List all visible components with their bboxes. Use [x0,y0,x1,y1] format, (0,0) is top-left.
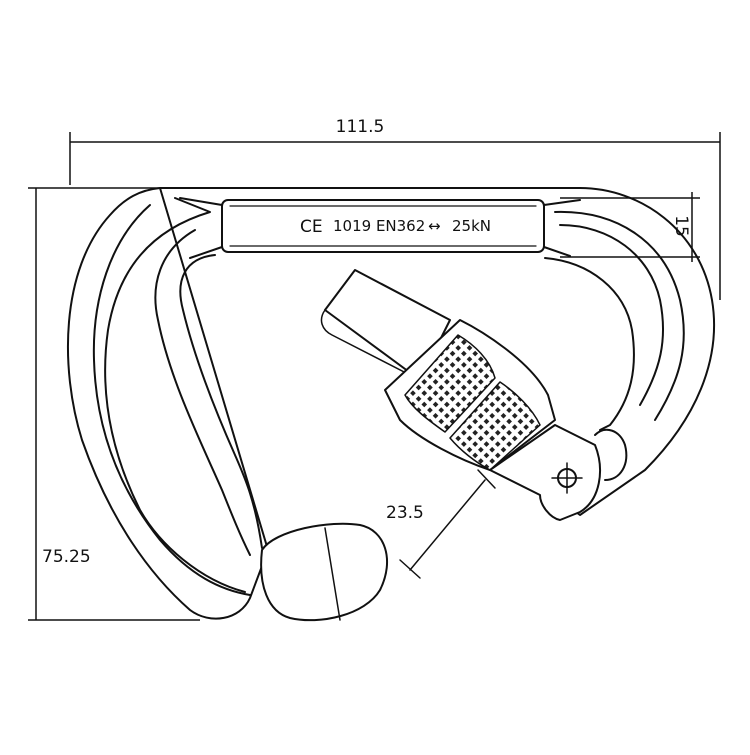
knurl-band-2 [449,381,541,471]
width-dimension [69,132,721,300]
height-label: 75.25 [42,547,91,567]
spine-thickness-label: 15 [671,215,691,237]
spine-dimension [560,192,700,262]
standard-label: 1019 EN362 [333,217,425,235]
gate-dim-line [409,479,486,571]
gate-body [324,269,451,381]
hinge-boss [594,428,628,481]
spine-left-taper [179,197,223,259]
height-dimension [28,187,200,621]
spine-bar [221,199,545,253]
ce-mark: CE [300,217,323,237]
gate-opening-label: 23.5 [386,503,424,523]
frame-right-groove-2 [559,224,665,406]
width-label: 111.5 [336,117,385,137]
frame-groove-2 [92,204,251,596]
arrow-symbol: ↔ [428,217,441,235]
frame-groove-1 [104,197,246,593]
frame-right-inner [544,257,635,431]
gate-hinge [489,424,601,521]
spine-marking: CE 1019 EN362 ↔ 25kN [300,217,491,237]
spine-right-taper [543,199,581,257]
knurl-band-1 [404,334,496,433]
frame-right-groove-1 [554,210,685,421]
strength-label: 25kN [452,217,491,235]
frame-inner-left-edge [154,229,251,556]
nose-block [260,522,389,622]
frame-inner-outline [179,254,263,549]
